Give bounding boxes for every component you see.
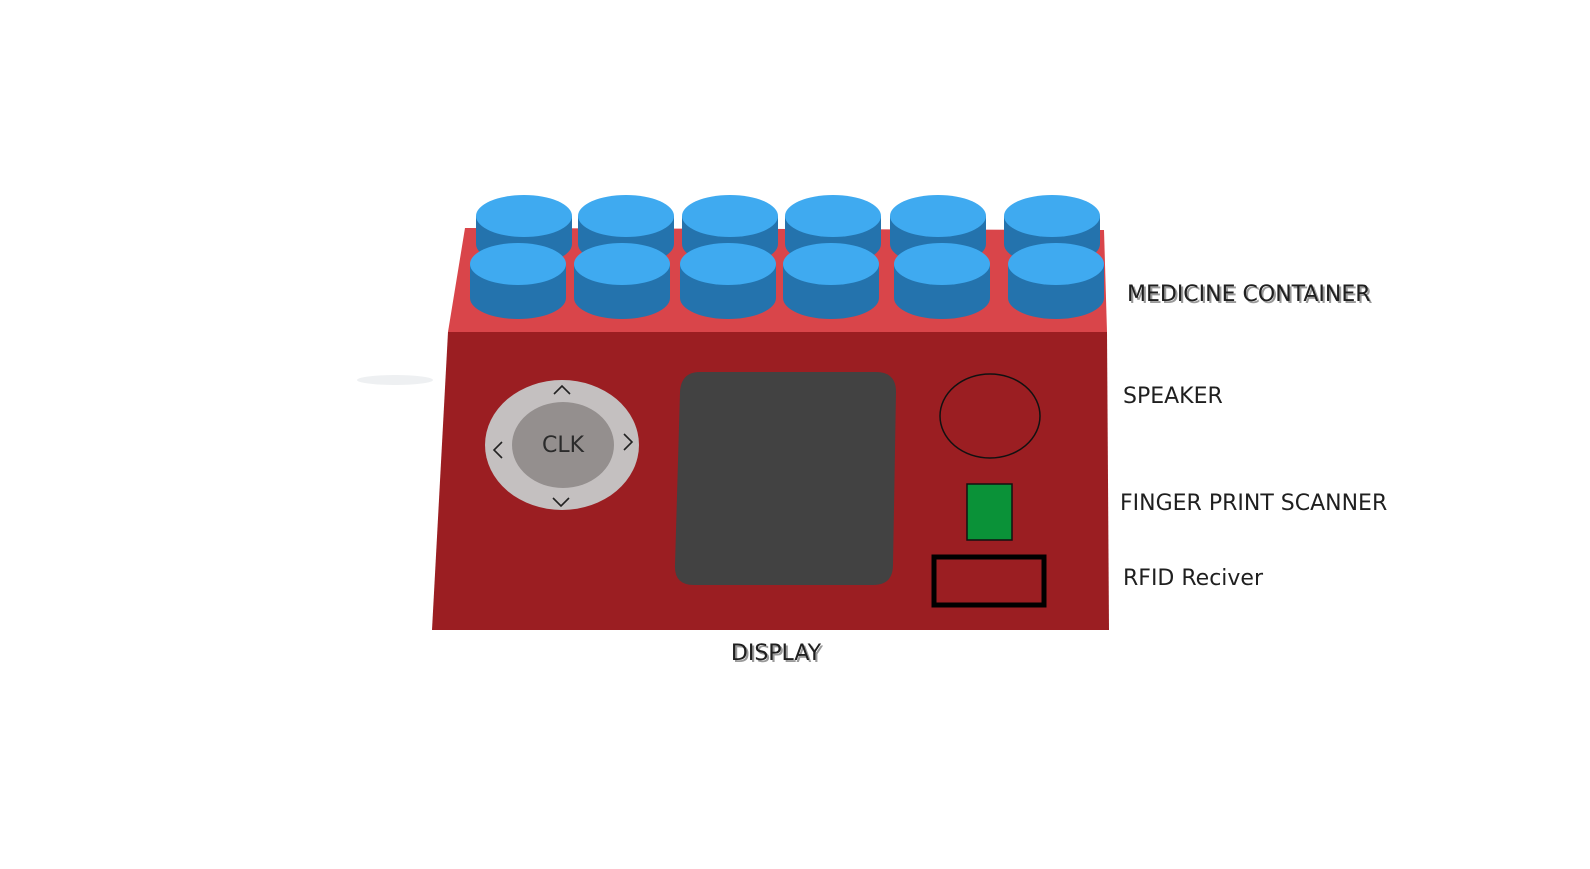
arrow-down-icon[interactable] [552,497,570,508]
arrow-right-icon[interactable] [623,433,634,451]
clk-button[interactable] [512,402,614,488]
medicine-container-label-shadow: MEDICINE CONTAINER [1129,284,1373,309]
rfid-receiver-label: RFID Reciver [1123,566,1264,591]
medicine-container-top [470,243,566,285]
display-label: DISPLAY [731,641,822,666]
medicine-container-label: MEDICINE CONTAINER [1127,282,1371,307]
medicine-container-top [476,195,572,237]
medicine-container-top [890,195,986,237]
medicine-container-top [785,195,881,237]
medicine-container-top [578,195,674,237]
speaker-label: SPEAKER [1123,384,1223,409]
medicine-container-top [783,243,879,285]
fingerprint-scanner[interactable] [966,483,1013,541]
arrow-up-icon[interactable] [553,384,571,395]
display-screen [674,372,896,585]
medicine-container-top [680,243,776,285]
arrow-left-icon[interactable] [492,441,503,459]
medicine-container-top [894,243,990,285]
medicine-container-cap [470,243,566,319]
medicine-container-top [574,243,670,285]
medicine-containers [470,195,1104,319]
left-smudge [357,375,433,385]
medicine-container-cap [783,243,879,319]
medicine-container-cap [574,243,670,319]
speaker [939,373,1041,459]
finger-print-scanner-label: FINGER PRINT SCANNER [1120,491,1387,516]
medicine-container-cap [894,243,990,319]
medicine-container-cap [1008,243,1104,319]
medicine-container-top [1004,195,1100,237]
clk-button-label: CLK [542,433,585,458]
medicine-container-top [682,195,778,237]
display-label-shadow: DISPLAY [733,643,824,668]
control-pad[interactable]: CLK [485,380,639,510]
medicine-container-cap [680,243,776,319]
rfid-receiver [931,554,1047,608]
medicine-container-top [1008,243,1104,285]
